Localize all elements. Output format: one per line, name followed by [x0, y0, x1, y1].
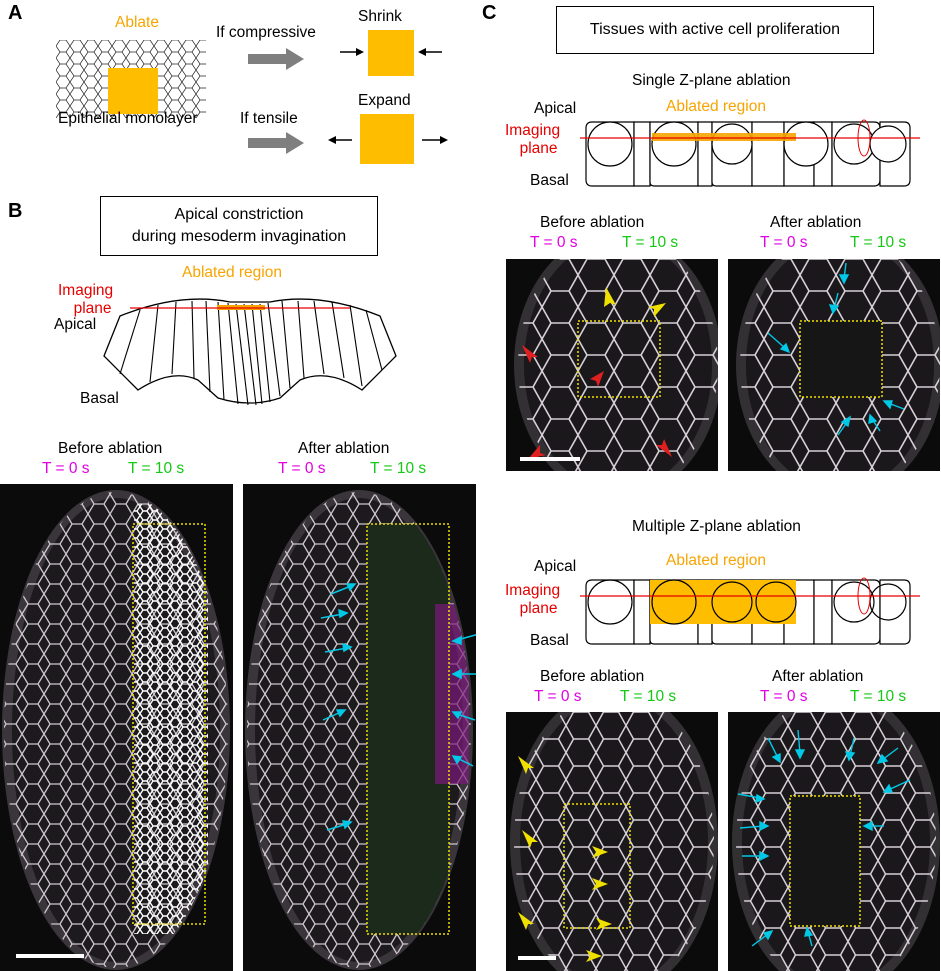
t10-label: T = 10 s — [620, 688, 677, 705]
before-ablation-label: Before ablation — [58, 440, 163, 457]
t10-label: T = 10 s — [128, 460, 185, 477]
imaging-label-line1: Imaging — [505, 122, 561, 139]
mesoderm-invagination-diagram — [103, 298, 397, 406]
ablation-roi-box — [799, 320, 883, 398]
multiple-plane-tissue-diagram — [580, 577, 920, 645]
scale-bar — [520, 457, 580, 461]
micrograph-b-before — [0, 484, 233, 971]
yellow-arrowhead-icon — [518, 756, 612, 962]
after-ablation-label: After ablation — [770, 214, 862, 231]
panel-b-letter: B — [8, 200, 23, 222]
panel-b-title-box: Apical constriction during mesoderm inva… — [100, 196, 378, 256]
apical-label: Apical — [534, 100, 577, 117]
t10-label: T = 10 s — [370, 460, 427, 477]
panel-a-letter: A — [8, 2, 23, 24]
ablated-region-label: Ablated region — [666, 552, 766, 569]
if-compressive-label: If compressive — [216, 24, 316, 41]
imaging-label-line1: Imaging — [505, 582, 561, 599]
basal-label: Basal — [80, 390, 119, 407]
micrograph-b-after — [243, 484, 476, 971]
expand-label: Expand — [358, 92, 411, 109]
micrograph-c-multi-after — [728, 712, 940, 971]
ablation-roi-box — [577, 320, 661, 398]
epithelial-monolayer-label: Epithelial monolayer — [58, 110, 198, 127]
single-z-plane-label: Single Z-plane ablation — [632, 72, 791, 89]
apical-label: Apical — [54, 316, 97, 333]
ablate-label: Ablate — [115, 14, 159, 31]
epithelial-monolayer-diagram — [56, 40, 206, 118]
t0-label: T = 0 s — [42, 460, 90, 477]
t10-label: T = 10 s — [850, 688, 907, 705]
scale-bar — [16, 954, 84, 958]
t0-label: T = 0 s — [278, 460, 326, 477]
ablation-roi-box — [563, 803, 631, 929]
micrograph-c-multi-before — [506, 712, 718, 971]
single-plane-tissue-diagram — [580, 119, 920, 187]
imaging-label-line1: Imaging — [58, 282, 114, 299]
after-ablation-label: After ablation — [298, 440, 390, 457]
imaging-plane-label: Imaging plane — [505, 582, 560, 618]
cyan-arrow-icon — [320, 583, 476, 831]
panel-c-title: Tissues with active cell proliferation — [589, 21, 841, 39]
ablation-roi-box — [366, 523, 450, 935]
ablated-square — [108, 68, 158, 114]
multiple-z-plane-label: Multiple Z-plane ablation — [632, 518, 801, 535]
before-ablation-label: Before ablation — [540, 214, 645, 231]
cyan-arrow-icon — [767, 262, 905, 436]
shrink-diagram — [340, 30, 442, 76]
expand-diagram — [328, 114, 448, 164]
yellow-arrowhead-icon — [604, 287, 666, 317]
t0-label: T = 0 s — [760, 688, 808, 705]
t0-label: T = 0 s — [760, 234, 808, 251]
after-ablation-label: After ablation — [772, 668, 864, 685]
if-tensile-label: If tensile — [240, 110, 298, 127]
shrink-label: Shrink — [358, 8, 402, 25]
t0-label: T = 0 s — [530, 234, 578, 251]
imaging-plane-label: Imaging plane — [505, 122, 560, 158]
panel-c-letter: C — [482, 2, 497, 24]
cyan-arrow-icon — [737, 729, 911, 947]
apical-label: Apical — [534, 558, 577, 575]
micrograph-c-single-before — [506, 259, 718, 471]
basal-label: Basal — [530, 172, 569, 189]
ablated-region-label: Ablated region — [666, 98, 766, 115]
t10-label: T = 10 s — [850, 234, 907, 251]
imaging-label-line2: plane — [519, 139, 558, 157]
panel-c-title-box: Tissues with active cell proliferation — [556, 6, 874, 54]
scale-bar — [518, 956, 556, 960]
imaging-label-line2: plane — [519, 599, 558, 617]
imaging-plane-label: Imaging plane — [58, 282, 113, 318]
gray-right-arrow-icon — [248, 48, 304, 70]
t10-label: T = 10 s — [622, 234, 679, 251]
ablation-roi-box — [132, 523, 206, 925]
t0-label: T = 0 s — [534, 688, 582, 705]
panel-b-title-line1: Apical constriction — [174, 206, 304, 224]
red-arrowhead-icon — [522, 345, 672, 459]
basal-label: Basal — [530, 632, 569, 649]
before-ablation-label: Before ablation — [540, 668, 645, 685]
gray-right-arrow-icon — [248, 132, 304, 154]
micrograph-c-single-after — [728, 259, 940, 471]
panel-b-title-line2: during mesoderm invagination — [131, 228, 347, 245]
ablated-region-label: Ablated region — [182, 264, 282, 281]
imaging-label-line2: plane — [73, 299, 112, 317]
